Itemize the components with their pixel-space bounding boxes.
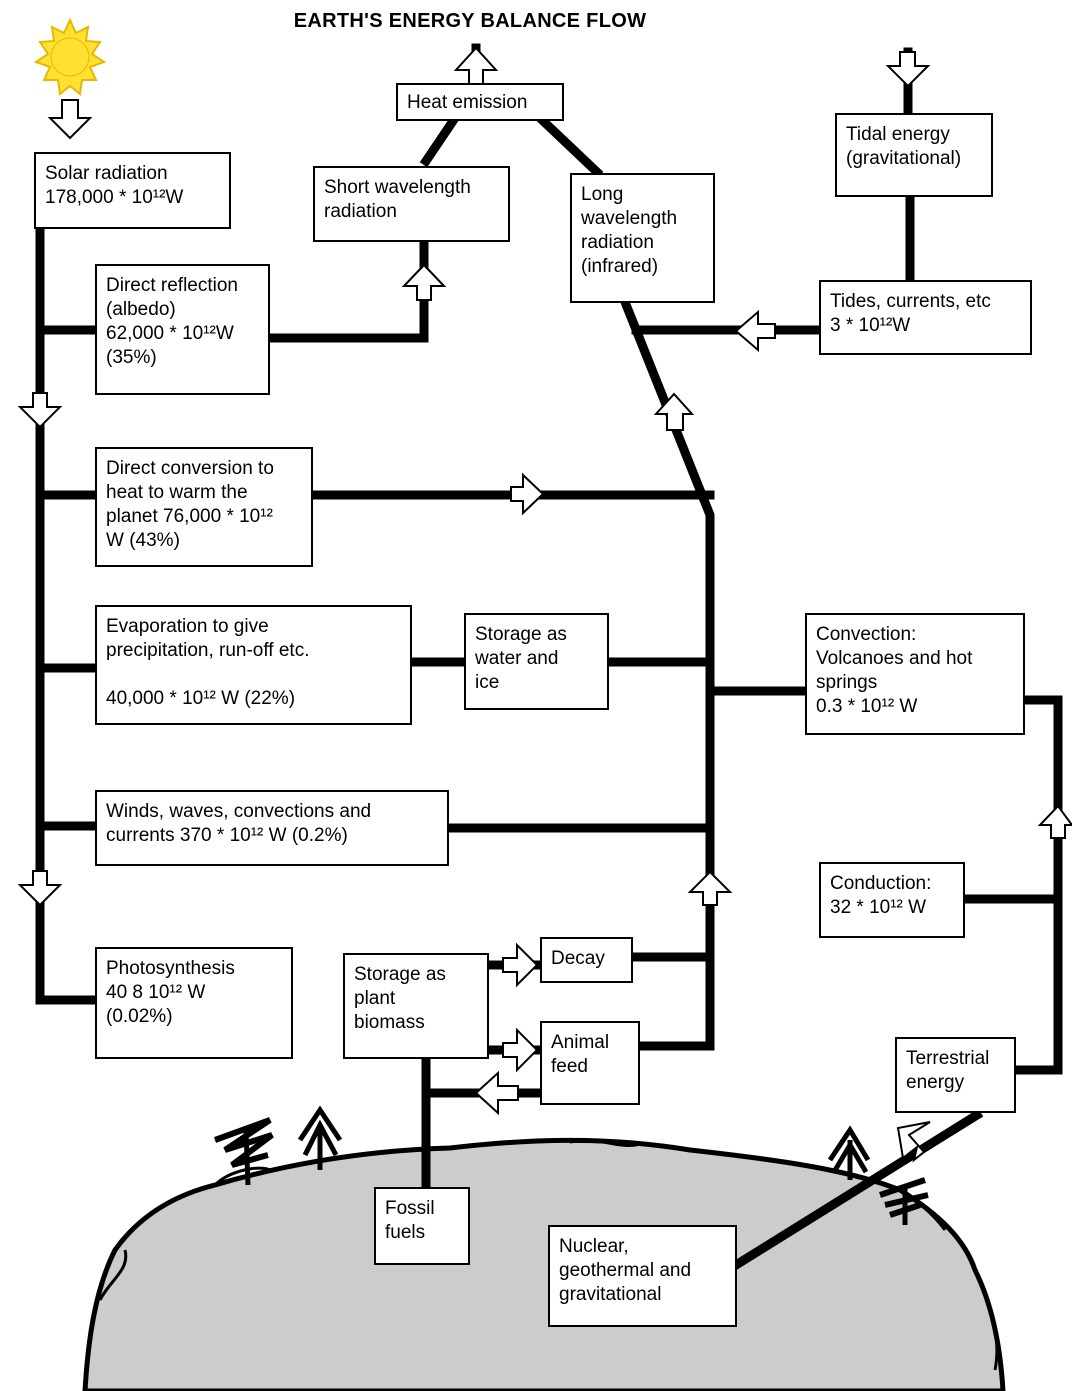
tree-icon (297, 1105, 343, 1170)
node-storage-biomass: Storage as plant biomass (343, 953, 489, 1059)
node-tides-currents: Tides, currents, etc 3 * 10¹²W (819, 280, 1032, 355)
node-heat-emission: Heat emission (396, 83, 564, 121)
node-solar-radiation: Solar radiation 178,000 * 10¹²W (34, 152, 231, 229)
arrow-right-icon (502, 942, 539, 988)
node-short-wavelength: Short wavelength radiation (313, 166, 510, 242)
tree-icon (827, 1125, 871, 1180)
node-direct-reflection: Direct reflection (albedo) 62,000 * 10¹²… (95, 264, 270, 395)
arrow-left-icon (474, 1070, 519, 1116)
arrow-right-icon (510, 472, 545, 516)
arrow-down-icon (47, 99, 93, 140)
diagram-title: EARTH'S ENERGY BALANCE FLOW (293, 10, 647, 32)
arrow-down-icon (885, 51, 931, 88)
node-nuclear: Nuclear, geothermal and gravitational (548, 1225, 737, 1327)
arrow-right-icon (502, 1027, 539, 1073)
node-animal-feed: Animal feed (540, 1021, 640, 1105)
node-long-wavelength: Long wavelength radiation (infrared) (570, 173, 715, 303)
arrow-up-icon (453, 46, 499, 85)
arrow-up-icon (687, 870, 733, 906)
node-tidal-energy: Tidal energy (gravitational) (835, 113, 993, 197)
arrow-down-icon (17, 392, 63, 429)
sun-icon (33, 17, 107, 96)
node-storage-water: Storage as water and ice (464, 613, 609, 710)
arrow-left-icon (734, 309, 776, 353)
arrow-up-icon (653, 392, 695, 431)
node-fossil-fuels: Fossil fuels (374, 1187, 470, 1265)
node-direct-conversion: Direct conversion to heat to warm the pl… (95, 447, 313, 567)
node-evaporation: Evaporation to give precipitation, run-o… (95, 605, 412, 725)
earth-shape (82, 1137, 1006, 1391)
node-winds-waves: Winds, waves, convections and currents 3… (95, 790, 449, 866)
node-conduction: Conduction: 32 * 10¹² W (819, 862, 965, 938)
tree-icon (213, 1117, 274, 1186)
arrow-up-right-icon (896, 1121, 931, 1163)
arrow-up-icon (401, 263, 447, 301)
tree-icon (879, 1177, 929, 1225)
node-photosynthesis: Photosynthesis 40 8 10¹² W (0.02%) (95, 947, 293, 1059)
node-decay: Decay (540, 937, 633, 983)
arrow-up-icon (1037, 804, 1072, 839)
earth-outline-detail (98, 1139, 999, 1371)
flow-lines (35, 43, 1063, 1272)
flow-arrows (17, 46, 1072, 1163)
arrow-down-icon (17, 870, 63, 907)
node-terrestrial-energy: Terrestrial energy (895, 1037, 1016, 1113)
node-convection: Convection: Volcanoes and hot springs 0.… (805, 613, 1025, 735)
